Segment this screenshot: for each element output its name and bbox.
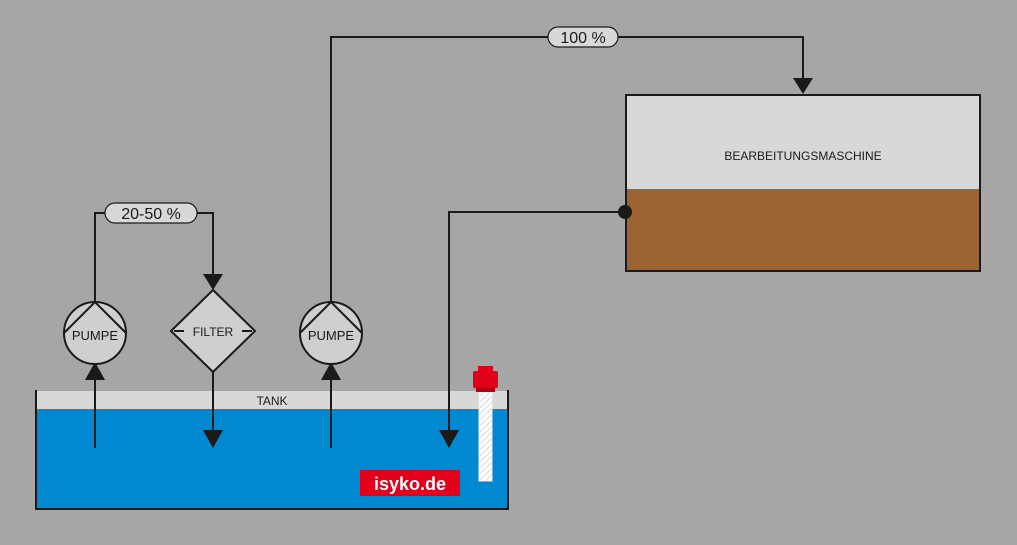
tank-air-zone bbox=[36, 391, 508, 409]
level-sensor-collar bbox=[476, 387, 495, 392]
bypass-line-path bbox=[94, 212, 214, 301]
level-sensor-head-cap bbox=[478, 366, 493, 372]
suction-arrow-right bbox=[321, 362, 341, 380]
pump-left-label: PUMPE bbox=[72, 328, 119, 343]
bypass-arrow-into-filter bbox=[203, 274, 223, 290]
main-arrow-into-machine bbox=[793, 78, 813, 94]
logo-text: isyko.de bbox=[374, 474, 446, 494]
main-line: 100 % bbox=[330, 26, 813, 301]
machine-outline bbox=[625, 94, 981, 272]
return-line-path bbox=[448, 211, 626, 432]
filter-outlet bbox=[203, 372, 223, 448]
filter-icon bbox=[169, 288, 257, 374]
level-sensor-head bbox=[473, 371, 498, 388]
bypass-flow-badge bbox=[104, 202, 198, 224]
machine: BEARBEITUNGSMASCHINE bbox=[625, 94, 981, 272]
level-sensor-icon bbox=[473, 366, 498, 482]
bypass-flow-label: 20-50 % bbox=[121, 206, 181, 223]
suction-arrow-left bbox=[85, 362, 105, 380]
bypass-line: 20-50 % bbox=[94, 202, 223, 301]
pump-icon bbox=[63, 300, 127, 365]
filter-label: FILTER bbox=[193, 325, 234, 339]
isyko-logo: isyko.de bbox=[360, 470, 460, 496]
filter-outlet-arrow bbox=[203, 430, 223, 448]
filter: FILTER bbox=[169, 288, 257, 374]
main-flow-label: 100 % bbox=[560, 30, 605, 47]
machine-top bbox=[626, 95, 980, 189]
tank-outline bbox=[35, 390, 509, 510]
return-line-junction bbox=[618, 205, 632, 219]
pump-right: PUMPE bbox=[299, 300, 363, 365]
pump-icon bbox=[299, 300, 363, 365]
tank-label: TANK bbox=[256, 394, 287, 408]
suction-lines bbox=[85, 362, 341, 448]
level-sensor-probe bbox=[478, 389, 493, 482]
pump-left: PUMPE bbox=[63, 300, 127, 365]
logo-background bbox=[360, 470, 460, 496]
main-flow-badge bbox=[547, 26, 619, 48]
return-arrow-into-tank bbox=[439, 430, 459, 448]
return-line bbox=[439, 205, 632, 448]
machine-bottom bbox=[626, 189, 980, 271]
pump-right-label: PUMPE bbox=[308, 328, 355, 343]
machine-label: BEARBEITUNGSMASCHINE bbox=[724, 149, 881, 163]
